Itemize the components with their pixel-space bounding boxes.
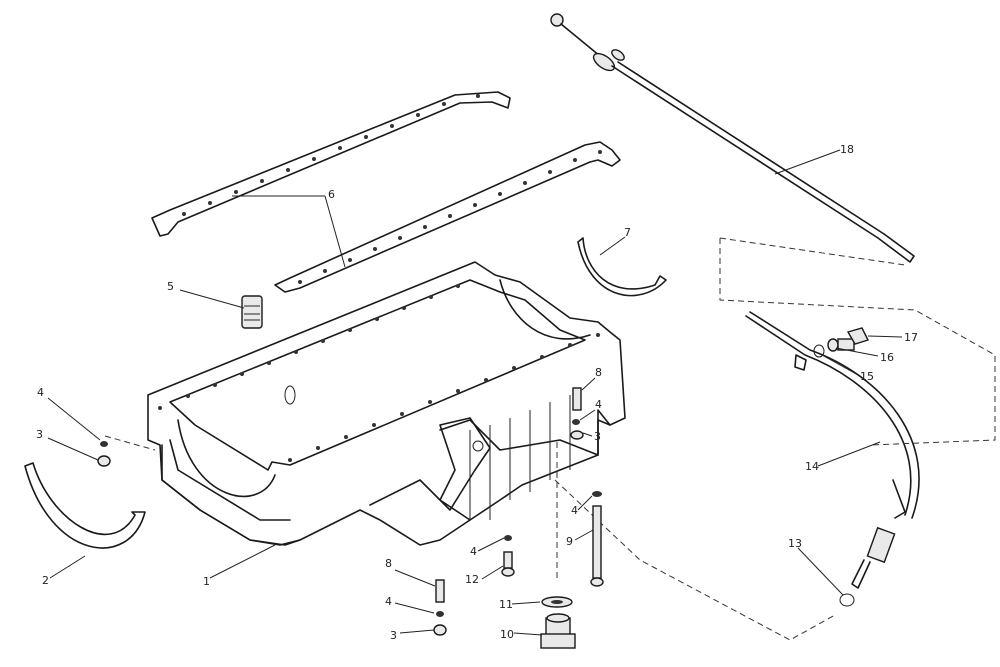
callout-14: 14 bbox=[805, 460, 819, 473]
callout-18: 18 bbox=[840, 143, 854, 156]
rear-main-seal bbox=[577, 237, 667, 297]
dowel-sleeve bbox=[241, 295, 263, 329]
callout-4-right: 4 bbox=[595, 398, 602, 411]
callout-10: 10 bbox=[500, 628, 514, 641]
gasket-upper bbox=[151, 91, 511, 237]
stud-right bbox=[572, 387, 582, 411]
callout-16: 16 bbox=[880, 351, 894, 364]
bracket-bolt-assembly bbox=[813, 327, 869, 358]
callout-6: 6 bbox=[328, 188, 335, 201]
callout-8-right: 8 bbox=[595, 366, 602, 379]
callout-4-bottom: 4 bbox=[385, 595, 392, 608]
o-ring bbox=[839, 593, 855, 607]
stud-bottom bbox=[435, 579, 445, 603]
callout-12: 12 bbox=[465, 573, 479, 586]
callout-11: 11 bbox=[499, 598, 513, 611]
callout-4-left: 4 bbox=[37, 386, 44, 399]
short-bolt bbox=[503, 551, 513, 569]
callout-3-left: 3 bbox=[36, 428, 43, 441]
callout-8-bottom: 8 bbox=[385, 557, 392, 570]
drain-plug bbox=[540, 613, 576, 649]
nut-right bbox=[570, 430, 584, 440]
leader-lines bbox=[47, 149, 903, 636]
washer-bottom bbox=[436, 611, 444, 617]
oil-pan bbox=[147, 261, 626, 546]
callout-3-right: 3 bbox=[594, 430, 601, 443]
callout-9: 9 bbox=[566, 535, 573, 548]
callout-4-mid: 4 bbox=[470, 545, 477, 558]
washer-mid bbox=[504, 535, 512, 541]
washer-left bbox=[100, 441, 108, 447]
callout-4-drain: 4 bbox=[571, 504, 578, 517]
reference-outline bbox=[719, 237, 996, 446]
callout-5: 5 bbox=[167, 280, 174, 293]
callout-labels: 1 2 3 3 3 4 4 4 4 4 5 6 7 8 8 9 10 11 12… bbox=[36, 143, 918, 642]
dipstick bbox=[550, 13, 915, 263]
callout-13: 13 bbox=[788, 537, 802, 550]
nut-bottom bbox=[433, 624, 447, 636]
gasket-lower bbox=[274, 141, 621, 293]
callout-7: 7 bbox=[624, 226, 631, 239]
long-bolt bbox=[590, 491, 604, 587]
nut-left bbox=[97, 455, 111, 467]
callout-17: 17 bbox=[904, 331, 918, 344]
washer-right bbox=[572, 419, 580, 425]
callout-15: 15 bbox=[860, 370, 874, 383]
callout-3-bottom: 3 bbox=[390, 629, 397, 642]
callout-1: 1 bbox=[203, 575, 210, 588]
callout-2: 2 bbox=[42, 574, 49, 587]
front-main-seal bbox=[24, 462, 146, 549]
